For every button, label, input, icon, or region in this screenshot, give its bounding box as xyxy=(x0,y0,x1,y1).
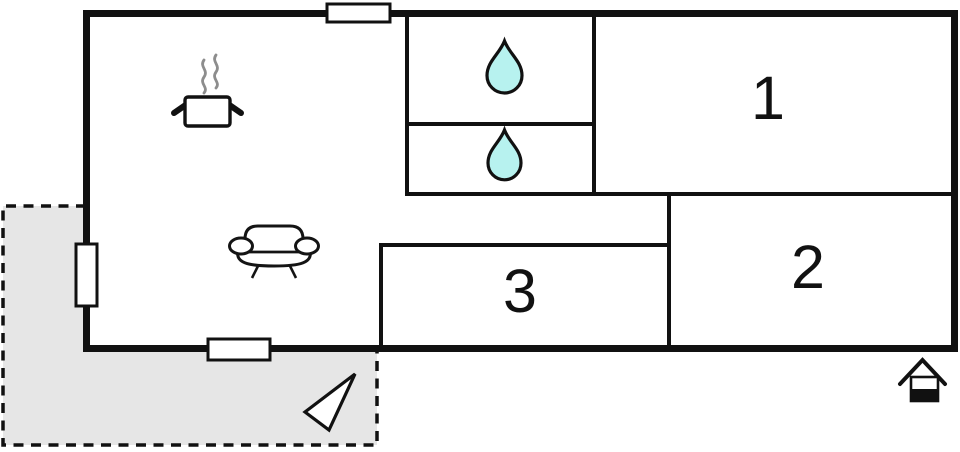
sofa-leg-right xyxy=(288,265,298,279)
terrace-dashed-outline xyxy=(1,204,379,447)
wall-exterior-right xyxy=(951,10,958,352)
window-top-wall xyxy=(325,2,392,24)
window-bottom-wall xyxy=(206,337,272,362)
room-3-label: 3 xyxy=(503,257,537,325)
sofa-icon xyxy=(228,224,320,279)
water-drop-icon xyxy=(486,125,523,182)
wall-exterior-bottom xyxy=(83,345,958,352)
wall-exterior-top xyxy=(83,10,958,17)
wall-bathroom-divider xyxy=(405,122,596,126)
wall-bathroom-right xyxy=(592,17,596,193)
windows xyxy=(74,2,392,362)
room-2-label: 2 xyxy=(791,233,825,301)
exterior-walls xyxy=(83,10,958,352)
wall-mid-horizontal xyxy=(405,192,953,196)
steam-wave-right xyxy=(213,53,219,90)
wall-room2-left xyxy=(667,192,671,346)
house-body-lower-fill xyxy=(911,389,938,401)
sofa-base xyxy=(236,249,312,268)
interior-walls xyxy=(379,17,953,346)
wall-room3-top xyxy=(379,243,671,247)
bathroom-upper xyxy=(485,36,524,95)
water-drop-icon xyxy=(485,36,524,95)
cooking-pot-icon xyxy=(171,53,244,128)
sofa-leg-left xyxy=(250,265,260,279)
window-left-wall xyxy=(74,242,99,308)
terrace-fill xyxy=(3,206,377,445)
sofa-armrest-left xyxy=(228,236,254,256)
steam-wave-left xyxy=(201,58,207,95)
wall-bathroom-left xyxy=(405,17,409,193)
house-entrance-icon xyxy=(898,357,947,403)
wall-room3-left xyxy=(379,243,383,346)
pot-body xyxy=(183,95,232,128)
north-arrow-icon xyxy=(302,372,357,433)
room-1-label: 1 xyxy=(751,64,785,132)
sofa-backrest xyxy=(243,224,305,252)
terrace-area xyxy=(1,204,379,447)
sofa-armrest-right xyxy=(294,236,320,256)
wall-exterior-left xyxy=(83,10,90,352)
bathroom-lower xyxy=(486,125,523,182)
